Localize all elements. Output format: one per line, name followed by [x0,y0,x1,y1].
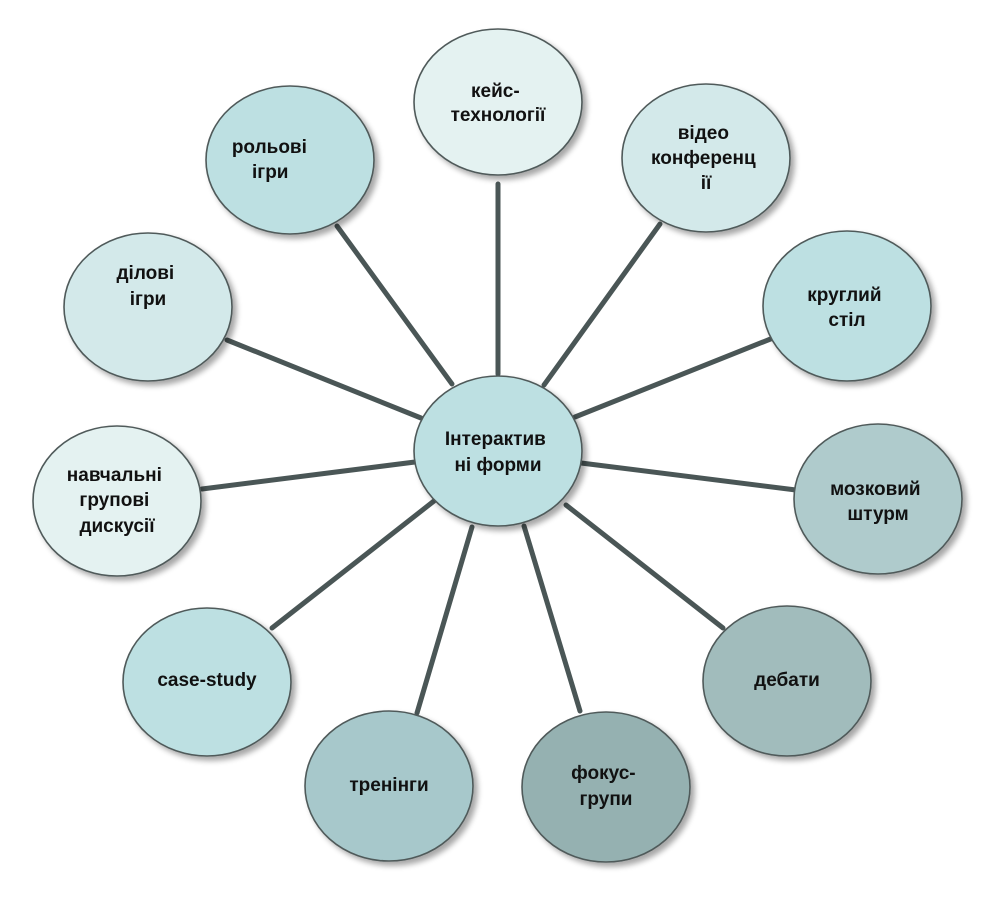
node-kruhlyi-stil-label: круглий стіл [807,285,887,331]
node-videokonferentsii-shape [621,83,791,233]
connector-navchalni-hrupovi-dyskusii [199,459,418,492]
node-navchalni-hrupovi-dyskusii-shape [32,425,202,577]
node-keis-tekhnolohii-label: кейс- технології [451,81,546,126]
node-treninhy: тренінги [304,710,474,862]
node-case-study-shape [122,607,292,757]
node-videokonferentsii-label: відео конференц ії [651,123,761,194]
node-fokus-hrupy-shape [521,711,691,863]
node-videokonferentsii-line-3: ії [701,173,712,194]
node-mozkovyi-shturm: мозковий штурм [793,423,963,575]
node-fokus-hrupy: фокус- групи [521,711,691,863]
node-case-study-line-1: case-study [157,670,257,691]
connector-fokus-hrupy [521,523,583,714]
node-fokus-hrupy-label: фокус- групи [571,763,641,810]
node-case-study: case-study [122,607,292,757]
node-fokus-hrupy-line-2: групи [580,789,633,810]
node-treninhy-line-1: тренінги [349,775,428,796]
node-debaty-label: дебати [754,670,820,691]
node-keis-tekhnolohii: кейс- технології [413,28,583,176]
node-fokus-hrupy-line-1: фокус- [571,763,635,784]
connector-videokonferentsii [541,221,663,388]
node-navchalni-hrupovi-dyskusii-line-2: групові [79,490,149,511]
node-dilovi-ihry-shape [63,232,233,382]
node-videokonferentsii-line-1: відео [678,123,729,144]
node-treninhy-shape [304,710,474,862]
node-rolovi-ihry-line-1: рольові [232,137,307,158]
connector-treninhy [414,524,475,716]
connector-case-study [269,498,437,631]
node-videokonferentsii-line-2: конференц [651,148,756,169]
node-rolovi-ihry-shape [205,85,375,235]
node-debaty: дебати [702,605,872,757]
node-dilovi-ihry-line-2: ігри [130,289,166,310]
node-rolovi-ihry-label: рольові ігри [232,137,312,183]
node-keis-tekhnolohii-shape [413,28,583,176]
node-navchalni-hrupovi-dyskusii-line-1: навчальні [67,465,162,486]
node-navchalni-hrupovi-dyskusii-line-3: дискусії [79,516,155,537]
nodes: кейс- технології відео конференц ії круг… [32,28,963,863]
node-mozkovyi-shturm-label: мозковий штурм [830,479,926,525]
node-dilovi-ihry-label: ділові ігри [116,263,179,310]
node-mozkovyi-shturm-line-1: мозковий [830,479,921,500]
connector-mozkovyi-shturm [578,460,799,493]
connectors [199,181,799,716]
center-node-line-2: ні форми [454,455,541,476]
connector-kruhlyi-stil [572,335,776,420]
node-kruhlyi-stil-line-1: круглий [807,285,881,306]
node-dilovi-ihry: ділові ігри [63,232,233,382]
node-rolovi-ihry: рольові ігри [205,85,375,235]
node-rolovi-ihry-line-2: ігри [252,162,288,183]
node-kruhlyi-stil-line-2: стіл [828,310,865,331]
node-keis-tekhnolohii-line-2: технології [451,105,546,126]
node-debaty-line-1: дебати [754,670,820,691]
node-kruhlyi-stil: круглий стіл [762,230,932,382]
center-node: Інтерактив ні форми [413,375,583,527]
connector-dilovi-ihry [224,337,424,421]
connector-rolovi-ihry [334,223,455,387]
center-node-label: Інтерактив ні форми [445,429,551,476]
node-dilovi-ihry-line-1: ділові [116,263,174,284]
node-case-study-label: case-study [157,670,257,691]
node-kruhlyi-stil-shape [762,230,932,382]
node-debaty-shape [702,605,872,757]
node-videokonferentsii: відео конференц ії [621,83,791,233]
connector-debaty [563,502,726,631]
node-mozkovyi-shturm-line-2: штурм [847,504,908,525]
center-node-shape [413,375,583,527]
node-treninhy-label: тренінги [349,775,428,796]
node-mozkovyi-shturm-shape [793,423,963,575]
node-navchalni-hrupovi-dyskusii-label: навчальні групові дискусії [67,465,167,537]
node-keis-tekhnolohii-line-1: кейс- [471,81,520,102]
node-navchalni-hrupovi-dyskusii: навчальні групові дискусії [32,425,202,577]
center-node-line-1: Інтерактив [445,429,546,450]
